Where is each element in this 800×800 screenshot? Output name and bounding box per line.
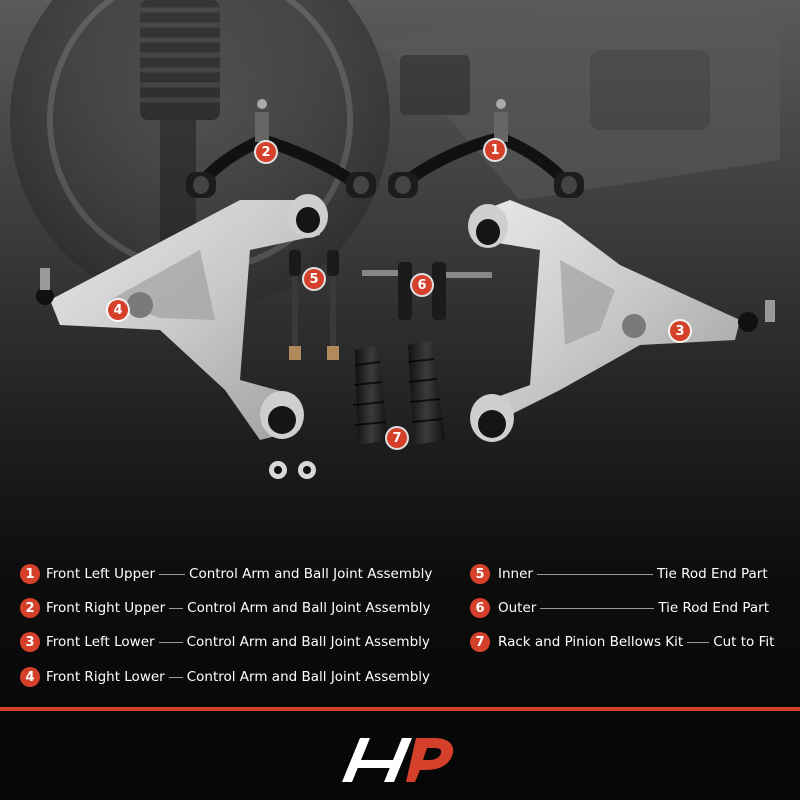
legend-item-2: 2 Front Right Upper Control Arm and Ball… (20, 597, 430, 619)
callout-4: 4 (108, 300, 128, 320)
leader-line (687, 641, 710, 643)
leader-line (536, 573, 653, 575)
legend-number: 5 (470, 564, 490, 584)
legend-number: 3 (20, 632, 40, 652)
product-photo (10, 0, 780, 479)
callout-2: 2 (256, 142, 276, 162)
upper-control-arm-2 (186, 99, 376, 198)
legend-right-text: Cut to Fit (713, 634, 775, 650)
legend-right-text: Control Arm and Ball Joint Assembly (186, 669, 431, 685)
legend-right-text: Tie Rod End Part (658, 600, 770, 616)
legend-item-7: 7 Rack and Pinion Bellows Kit Cut to Fit (470, 631, 774, 653)
parts-legend: 1 Front Left Upper Control Arm and Ball … (0, 560, 800, 700)
legend-left-text: Outer (498, 600, 537, 616)
callout-5: 5 (304, 269, 324, 289)
legend-number: 2 (20, 598, 40, 618)
leader-line (158, 641, 183, 643)
legend-item-3: 3 Front Left Lower Control Arm and Ball … (20, 631, 430, 653)
inner-tie-rods-5 (289, 250, 339, 360)
legend-right-text: Tie Rod End Part (656, 566, 768, 582)
legend-right-text: Control Arm and Ball Joint Assembly (189, 566, 433, 582)
legend-left-text: Front Left Upper (46, 566, 156, 582)
leader-line (169, 607, 184, 609)
callout-6: 6 (412, 275, 432, 295)
upper-control-arm-1 (388, 99, 584, 198)
washers (269, 461, 316, 479)
legend-right-text: Control Arm and Ball Joint Assembly (187, 600, 431, 616)
legend-item-1: 1 Front Left Upper Control Arm and Ball … (20, 563, 432, 585)
legend-left-text: Front Right Upper (46, 600, 166, 616)
outer-tie-rods-6 (362, 262, 492, 320)
legend-item-6: 6 Outer Tie Rod End Part (470, 597, 769, 619)
legend-number: 6 (470, 598, 490, 618)
legend-right-text: Control Arm and Ball Joint Assembly (186, 634, 430, 650)
callout-7: 7 (387, 428, 407, 448)
legend-left-text: Front Right Lower (46, 669, 165, 685)
legend-left-text: Inner (498, 566, 533, 582)
leader-line (168, 676, 183, 678)
bellows-kit-7 (352, 340, 445, 445)
lower-control-arm-3 (468, 200, 775, 442)
leader-line (159, 573, 186, 575)
brand-logo-icon (342, 738, 454, 782)
legend-left-text: Rack and Pinion Bellows Kit (498, 634, 684, 650)
leader-line (540, 607, 655, 609)
accent-divider (0, 707, 800, 711)
lower-control-arm-4 (36, 194, 328, 440)
legend-left-text: Front Left Lower (46, 634, 155, 650)
callout-1: 1 (485, 140, 505, 160)
legend-number: 7 (470, 632, 490, 652)
legend-item-4: 4 Front Right Lower Control Arm and Ball… (20, 666, 430, 688)
legend-number: 4 (20, 667, 40, 687)
legend-item-5: 5 Inner Tie Rod End Part (470, 563, 768, 585)
legend-number: 1 (20, 564, 40, 584)
callout-3: 3 (670, 321, 690, 341)
